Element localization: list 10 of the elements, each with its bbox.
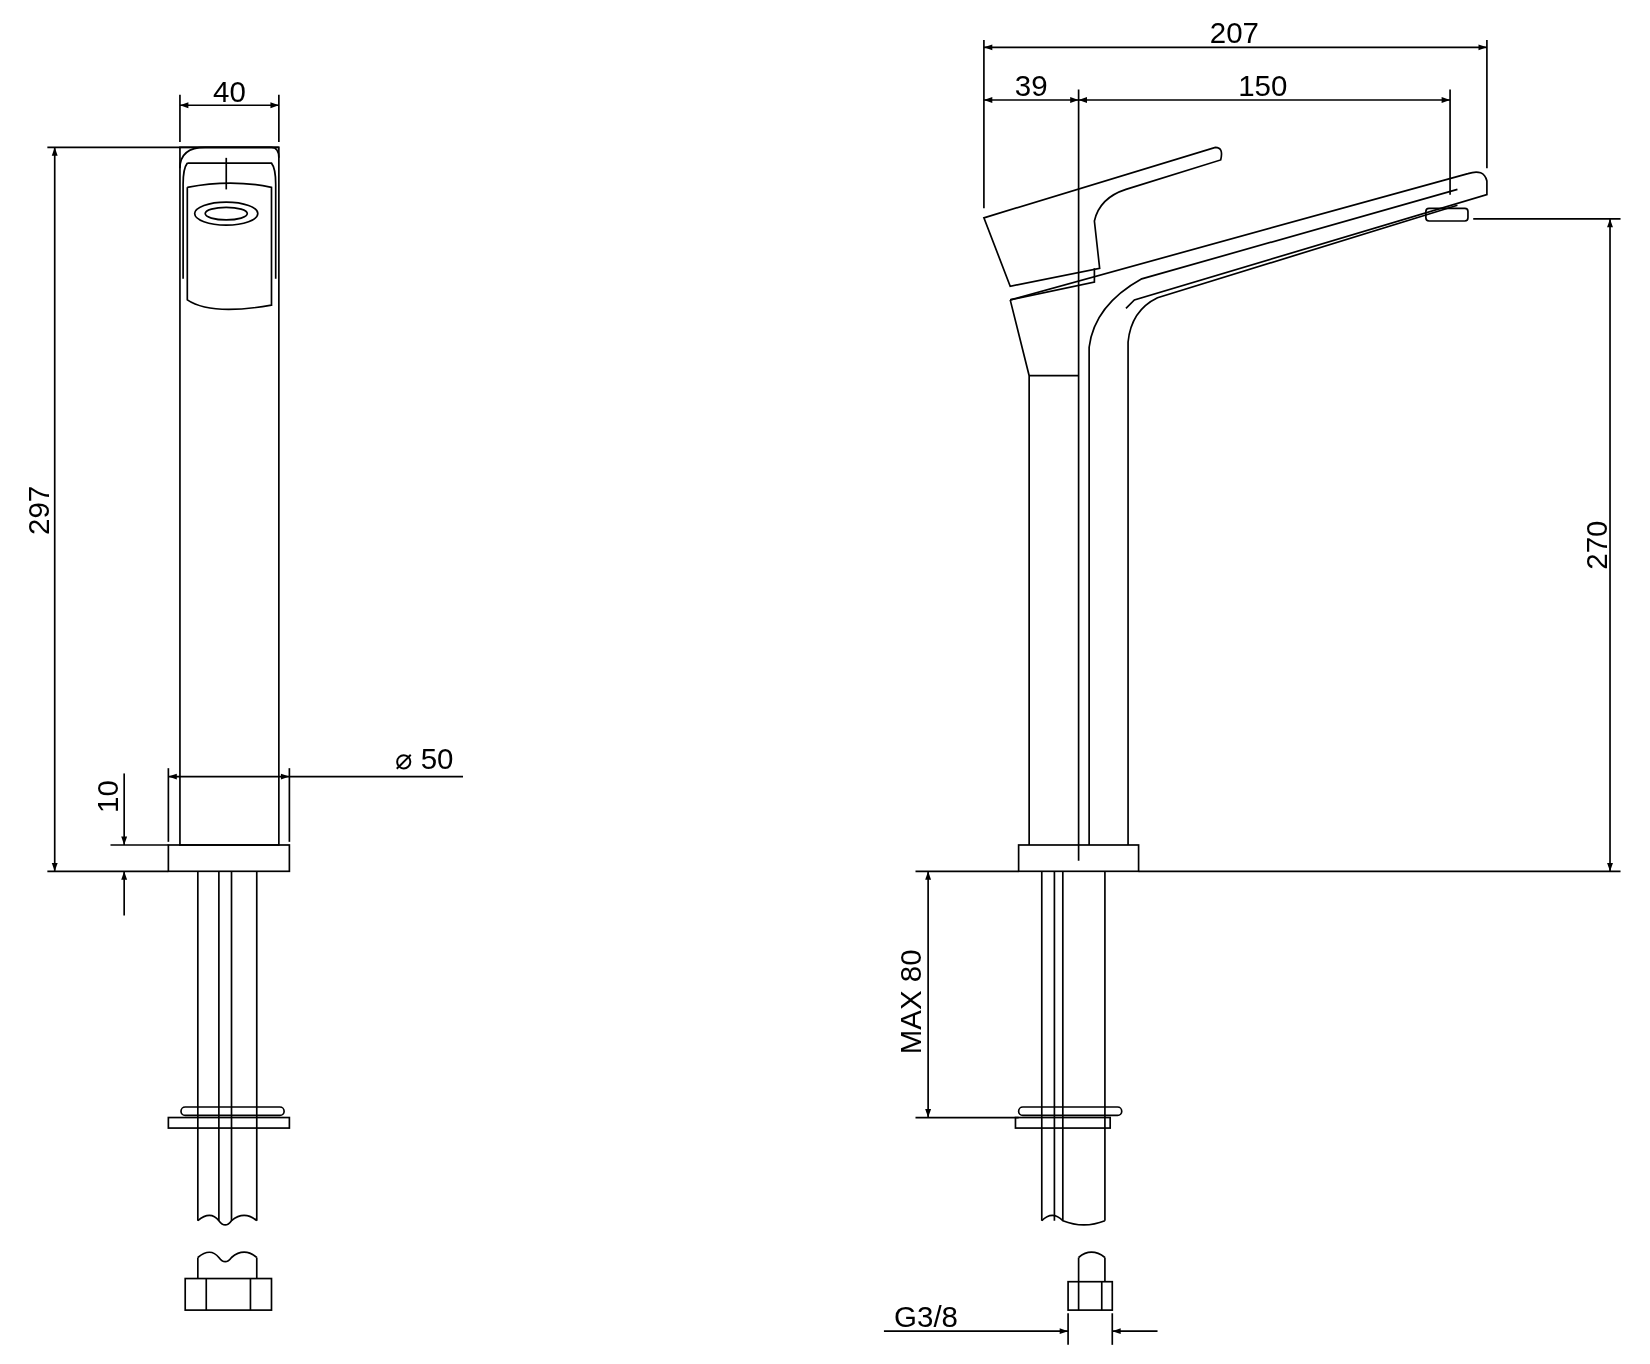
dimension-text: ⌀ 50 xyxy=(394,745,454,775)
dimension-text: 10 xyxy=(93,780,124,813)
dimension-text: 40 xyxy=(213,77,246,108)
dimension-text: 39 xyxy=(1014,71,1048,101)
dimension-text: 150 xyxy=(1238,71,1288,101)
dimension-text: 207 xyxy=(1209,18,1259,49)
dimension-text: MAX 80 xyxy=(896,949,926,1055)
dimension-text: 270 xyxy=(1582,520,1613,570)
dimension-text: G3/8 xyxy=(894,1302,958,1333)
dimension-text: 297 xyxy=(25,485,55,535)
